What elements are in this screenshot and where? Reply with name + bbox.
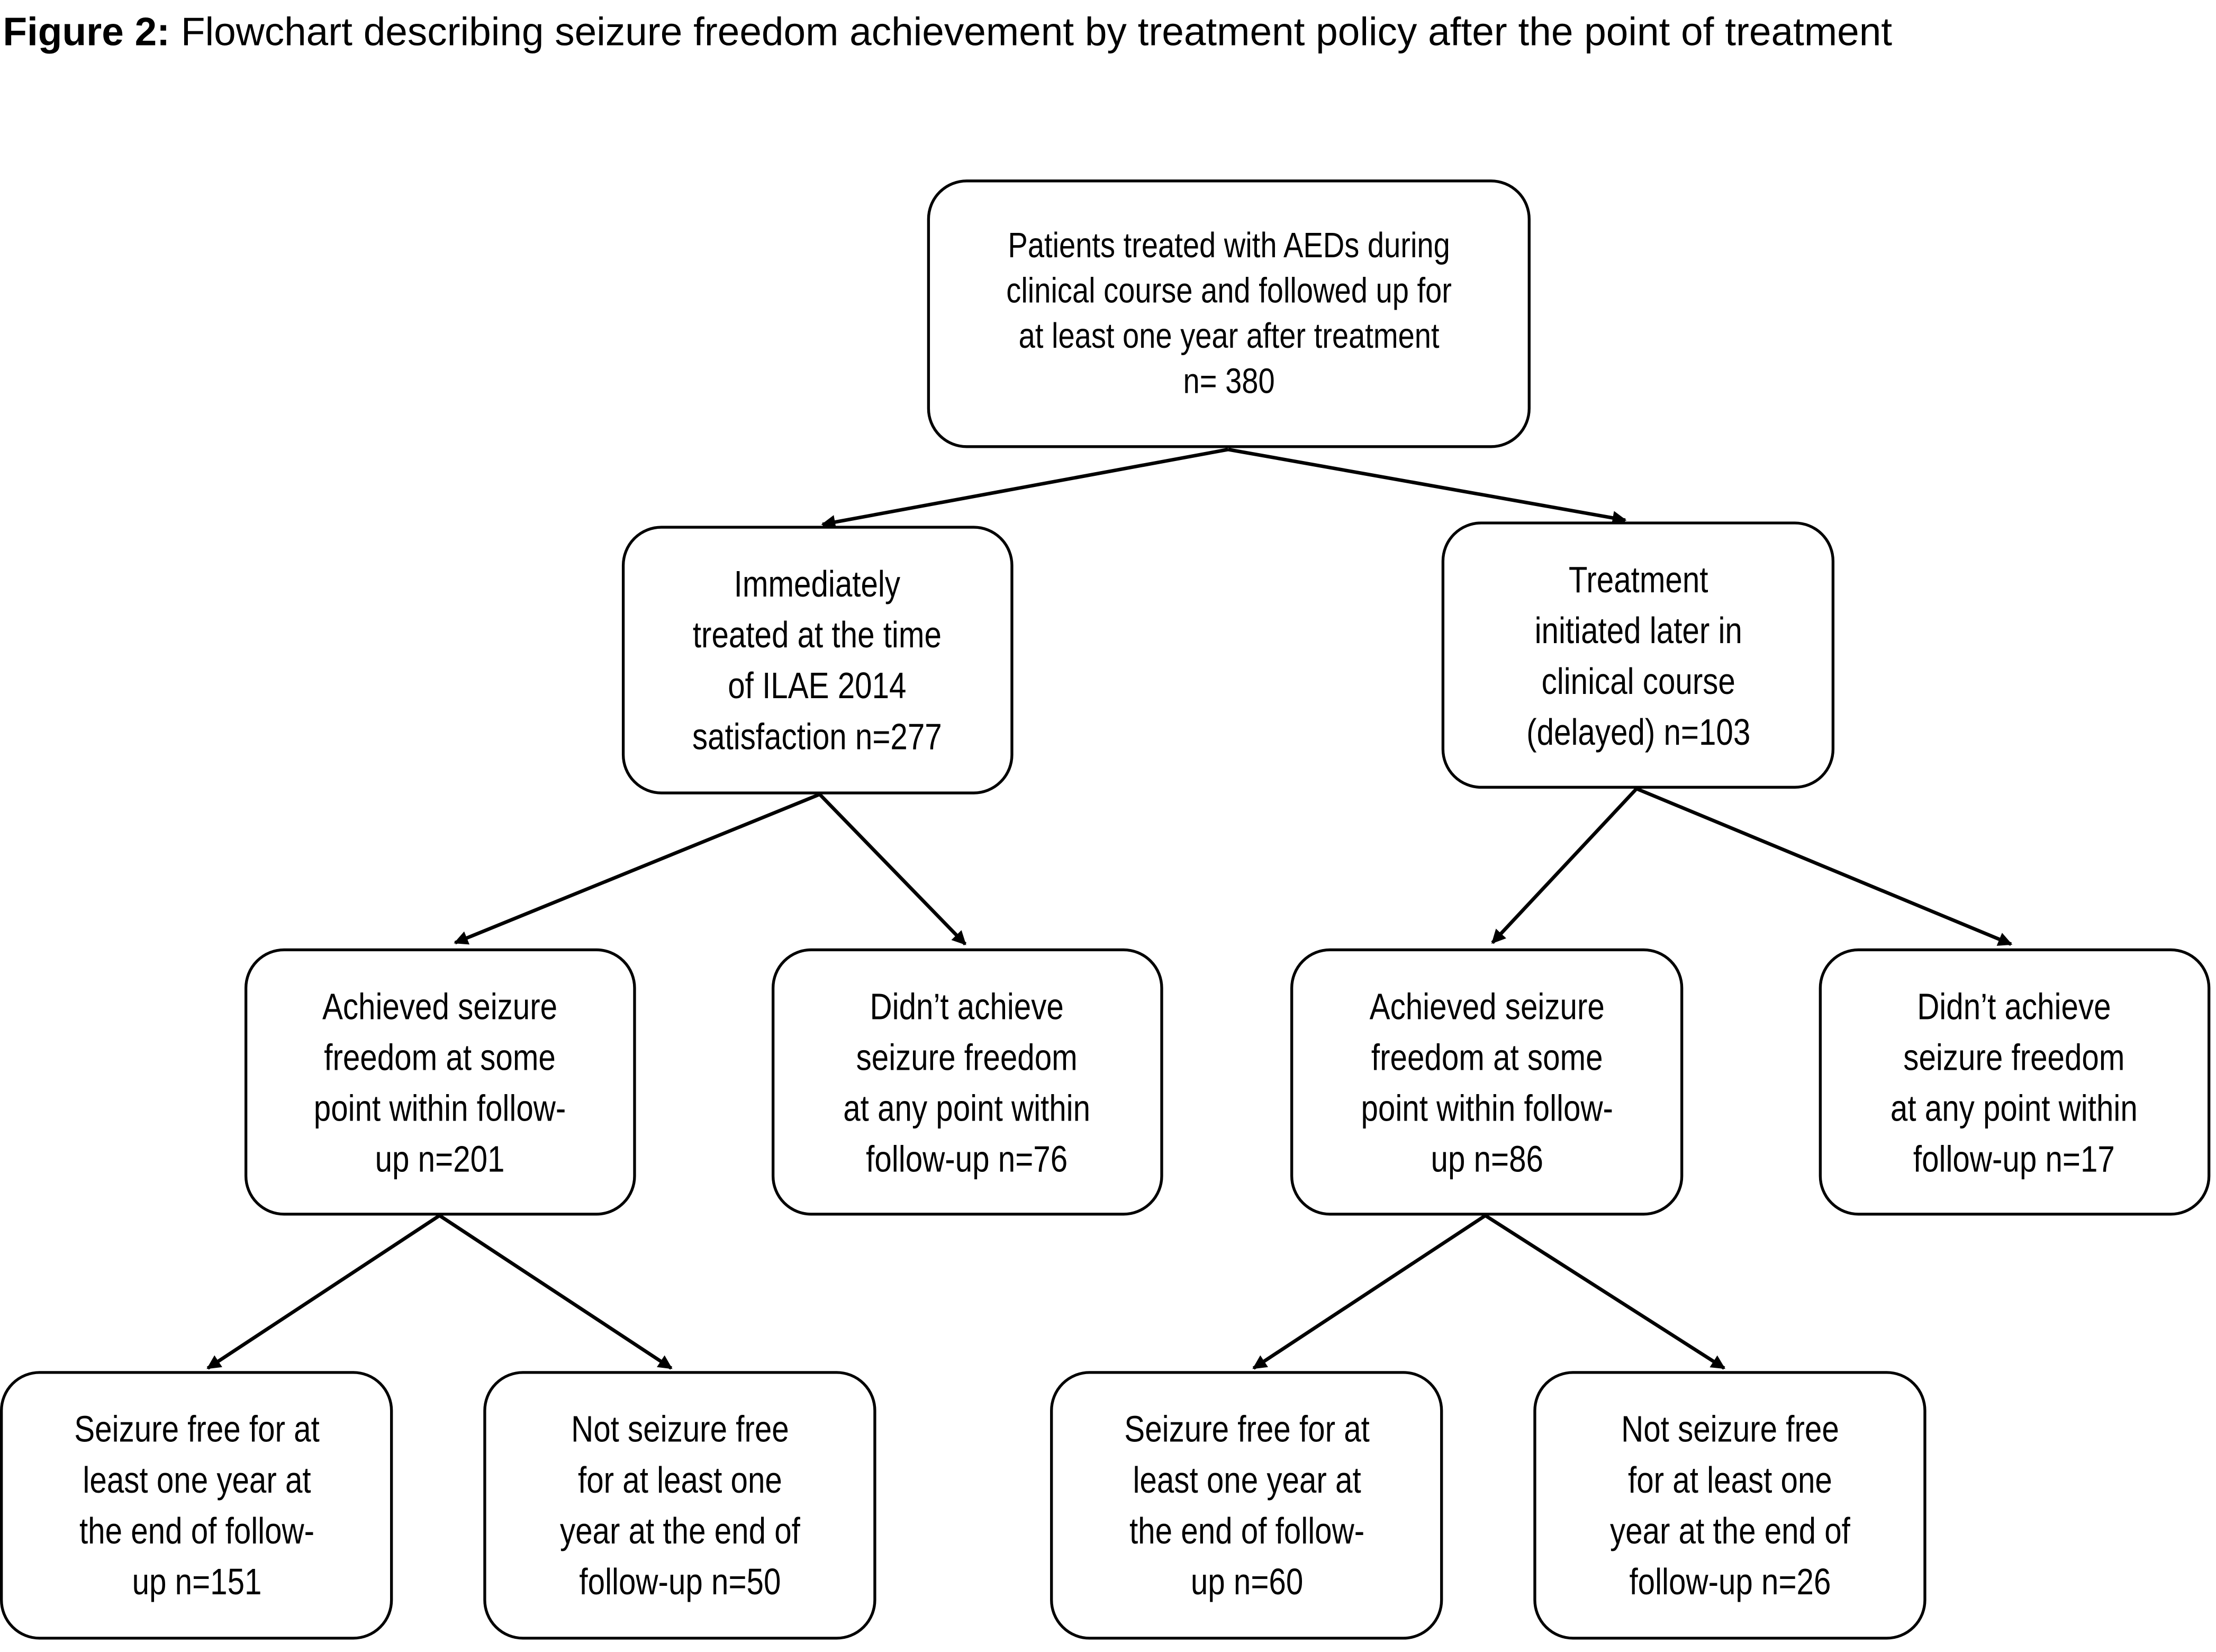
arrow-imm-nsf-end <box>438 1214 673 1370</box>
node-immediate-not-seizure-free: Didn’t achieve seizure freedom at any poin… <box>771 948 1163 1216</box>
node-text: for at least one <box>577 1458 782 1501</box>
node-delayed-not-seizure-free: Didn’t achieve seizure freedom at any poin… <box>1819 948 2211 1216</box>
arrow-root-delayed <box>1227 447 1627 525</box>
figure-caption-text: Flowchart describing seizure freedom ach… <box>170 10 1893 54</box>
node-delayed-nsf-end: Not seizure free for at least one year at … <box>1533 1371 1926 1640</box>
node-text: up n=201 <box>375 1137 505 1180</box>
node-text: the end of follow- <box>1129 1509 1364 1552</box>
arrow-del-nsf-end <box>1484 1214 1726 1370</box>
node-text: follow-up n=17 <box>1913 1137 2115 1180</box>
node-immediate-seizure-free: Achieved seizure freedom at some point wit… <box>244 948 636 1216</box>
arrow-delayed-nsf <box>1635 787 2013 946</box>
node-text: Didn’t achieve <box>1917 984 2112 1027</box>
node-text: of ILAE 2014 <box>728 664 907 707</box>
node-text: clinical course and followed up for <box>1006 271 1452 311</box>
node-text: seizure freedom <box>1904 1035 2125 1078</box>
node-text: year at the end of <box>559 1509 800 1552</box>
arrow-immediate-nsf <box>818 793 967 946</box>
node-text: Not seizure free <box>571 1407 789 1450</box>
node-text: Achieved seizure <box>1369 984 1605 1027</box>
node-text: clinical course <box>1541 659 1735 702</box>
node-text: least one year at <box>82 1458 311 1501</box>
node-text: initiated later in <box>1534 608 1742 651</box>
node-text: at least one year after treatment <box>1018 317 1440 356</box>
node-root: Patients treated with AEDs during clinica… <box>927 179 1531 448</box>
node-text: year at the end of <box>1609 1509 1850 1552</box>
node-text: Immediately <box>734 562 901 605</box>
node-text: n= 380 <box>1183 362 1275 402</box>
node-text: follow-up n=76 <box>866 1137 1069 1180</box>
arrow-root-immediate <box>821 447 1229 529</box>
node-text: Patients treated with AEDs during <box>1008 226 1450 266</box>
node-text: at any point within <box>844 1086 1091 1129</box>
arrow-delayed-sf <box>1491 787 1638 944</box>
arrow-immediate-sf <box>454 792 821 945</box>
arrow-imm-sf-end <box>206 1214 441 1370</box>
node-text: for at least one <box>1627 1458 1832 1501</box>
node-text: follow-up n=50 <box>578 1560 781 1603</box>
node-text: Achieved seizure <box>322 984 558 1027</box>
node-text: point within follow- <box>314 1086 567 1129</box>
node-immediate-sf-end: Seizure free for at least one year at the … <box>0 1371 393 1640</box>
figure-label: Figure 2: <box>3 10 170 54</box>
node-immediate-nsf-end: Not seizure free for at least one year at … <box>483 1371 876 1640</box>
node-text: Not seizure free <box>1621 1407 1839 1450</box>
figure-caption: Figure 2: Flowchart describing seizure f… <box>3 3 2010 62</box>
node-delayed-sf-end: Seizure free for at least one year at the … <box>1050 1371 1443 1640</box>
node-text: freedom at some <box>324 1035 556 1078</box>
node-text: follow-up n=26 <box>1629 1560 1831 1603</box>
node-text: (delayed) n=103 <box>1526 710 1750 753</box>
node-text: up n=86 <box>1430 1137 1543 1180</box>
node-text: Treatment <box>1568 557 1708 600</box>
node-delayed: Treatment initiated later in clinical cour… <box>1441 521 1835 789</box>
node-text: freedom at some <box>1371 1035 1603 1078</box>
node-delayed-seizure-free: Achieved seizure freedom at some point wit… <box>1290 948 1684 1216</box>
node-text: seizure freedom <box>856 1035 1078 1078</box>
node-text: up n=151 <box>131 1560 261 1603</box>
node-text: satisfaction n=277 <box>692 715 943 758</box>
arrow-del-sf-end <box>1252 1214 1487 1370</box>
node-text: Didn’t achieve <box>870 984 1064 1027</box>
node-text: at any point within <box>1891 1086 2138 1129</box>
node-text: least one year at <box>1132 1458 1361 1501</box>
node-text: treated at the time <box>693 613 942 656</box>
node-text: up n=60 <box>1190 1560 1303 1603</box>
node-text: point within follow- <box>1360 1086 1613 1129</box>
node-immediate: Immediately treated at the time of ILAE 20… <box>621 526 1014 795</box>
node-text: Seizure free for at <box>74 1407 319 1450</box>
node-text: Seizure free for at <box>1124 1407 1369 1450</box>
node-text: the end of follow- <box>79 1509 314 1552</box>
